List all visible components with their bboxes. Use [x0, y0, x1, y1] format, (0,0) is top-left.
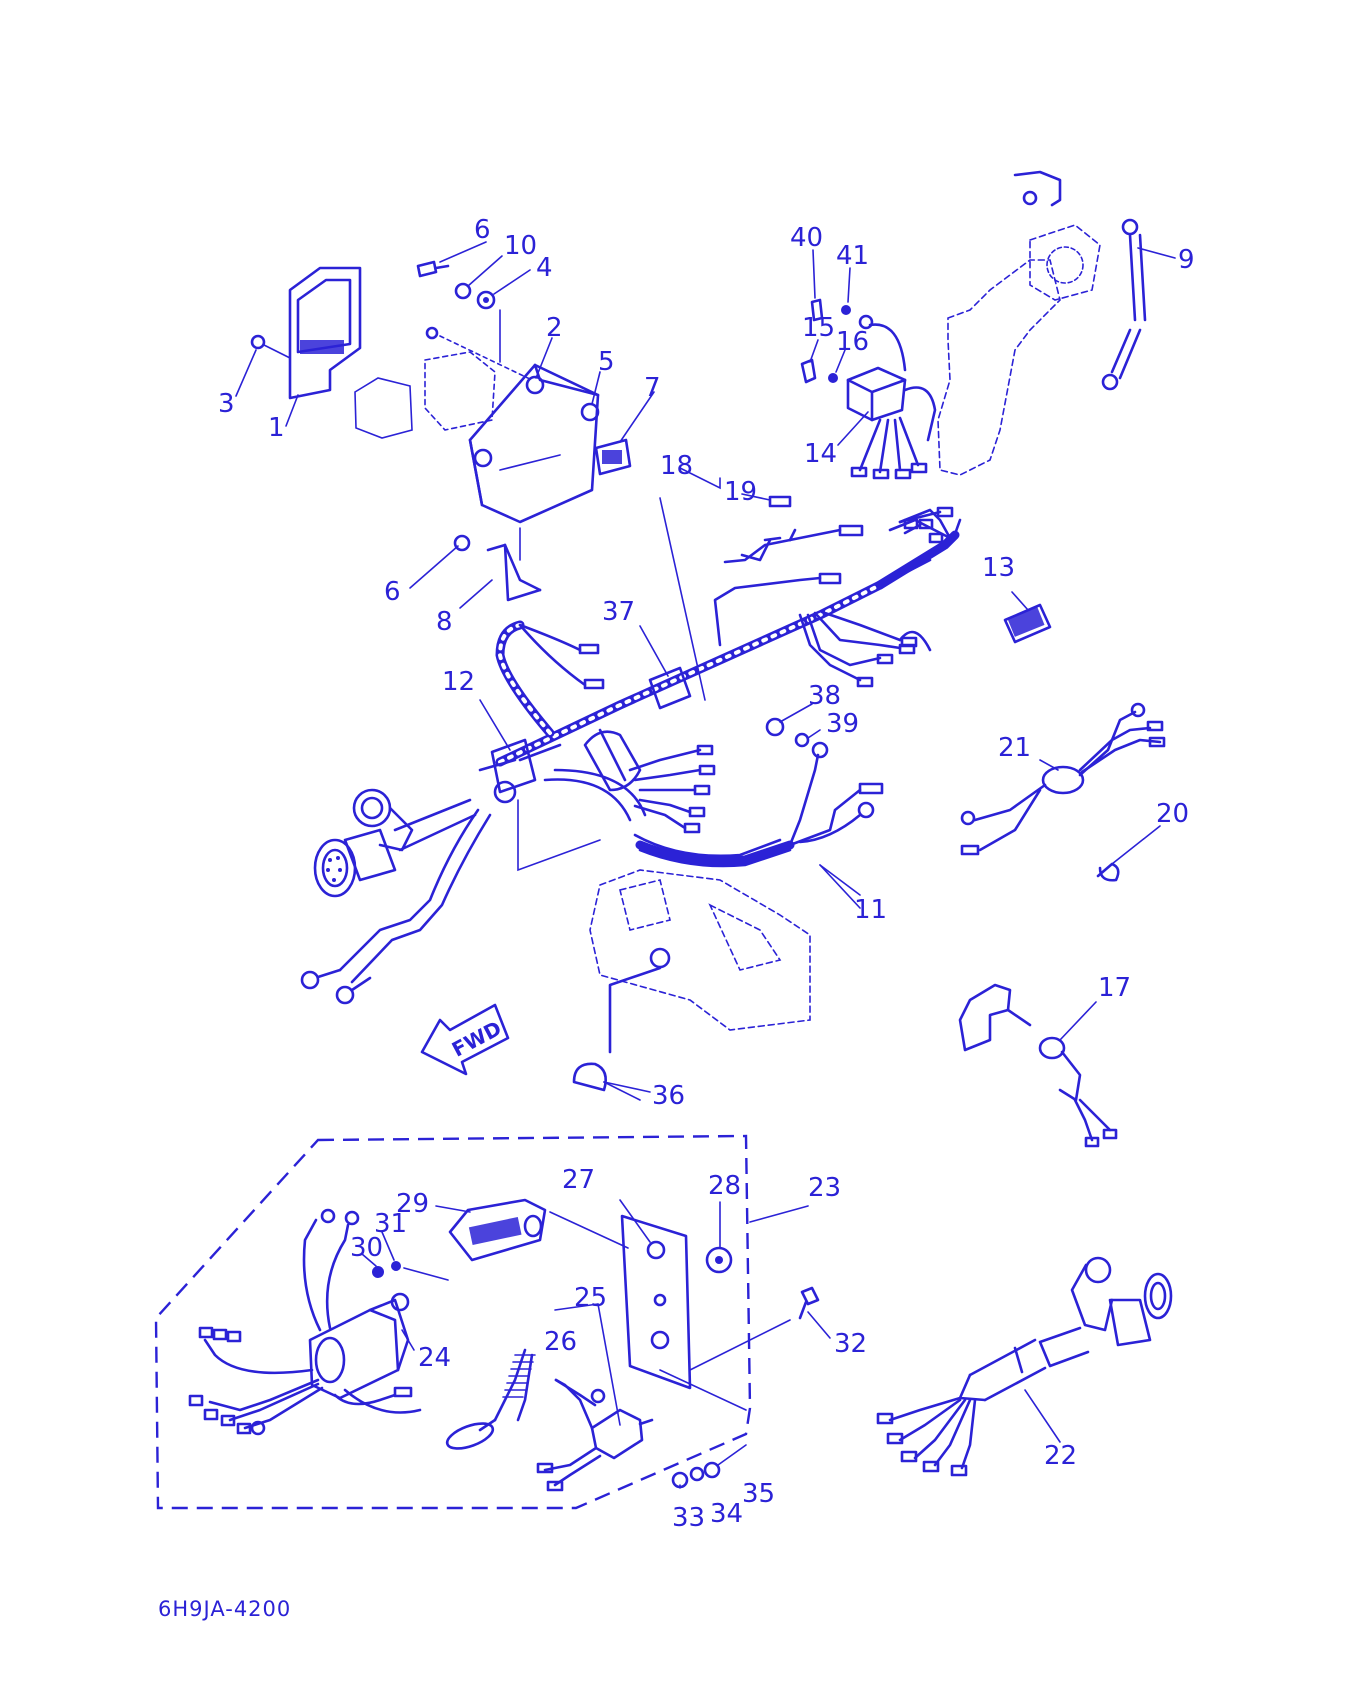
- callout-40: 40: [790, 223, 823, 253]
- callout-19: 19: [724, 477, 757, 507]
- part-14-rectifier: [800, 298, 937, 480]
- harness-left-loop: [495, 620, 605, 738]
- callout-7: 7: [644, 373, 661, 403]
- part-24-main-switch: [188, 1208, 449, 1436]
- part-11-cable: [543, 728, 884, 896]
- part-25-stop-switch: [445, 1303, 654, 1492]
- callout-14: 14: [804, 439, 837, 469]
- callout-41: 41: [836, 241, 869, 271]
- callout-4: 4: [536, 253, 553, 283]
- leader-lines: [235, 241, 1176, 1489]
- callout-9: 9: [1178, 245, 1195, 275]
- part-32-screw: [798, 1286, 820, 1320]
- callout-31: 31: [374, 1209, 407, 1239]
- part-28-grommet: [705, 1246, 733, 1274]
- fwd-arrow: FWD: [420, 1003, 510, 1076]
- callout-10: 10: [504, 231, 537, 261]
- part-29-bracket: [448, 1198, 629, 1262]
- callout-35: 35: [742, 1479, 775, 1509]
- part-1-cover: [288, 266, 362, 400]
- callout-16: 16: [836, 327, 869, 357]
- part-20-clip: [1096, 862, 1120, 882]
- part-9-cable: [1101, 218, 1147, 391]
- callout-23: 23: [808, 1173, 841, 1203]
- part-2-cdi-unit: [468, 363, 600, 524]
- engine-bracket-ghost: [589, 869, 811, 1054]
- callout-24: 24: [418, 1343, 451, 1373]
- callout-28: 28: [708, 1171, 741, 1201]
- callout-34: 34: [710, 1499, 743, 1529]
- callout-2: 2: [546, 313, 563, 343]
- callout-3: 3: [218, 389, 235, 419]
- callout-32: 32: [834, 1329, 867, 1359]
- callout-17: 17: [1098, 973, 1131, 1003]
- main-harness-plug: [300, 788, 492, 1005]
- fasteners-top-cdi: [250, 260, 632, 602]
- callout-12: 12: [442, 667, 475, 697]
- callout-11: 11: [854, 895, 887, 925]
- callout-8: 8: [436, 607, 453, 637]
- part-22-extension-harness: [876, 1256, 1173, 1477]
- callout-6-top: 6: [474, 215, 491, 245]
- part-36-cap: [572, 1062, 651, 1093]
- callout-1: 1: [268, 413, 285, 443]
- part-27-plate: [620, 1214, 791, 1390]
- part-17-switch: [958, 983, 1118, 1148]
- callout-labels: 1 2 3 4 5 6 6 7 8 9 10 11 12 13 14 15 16…: [218, 215, 1195, 1533]
- diagram-code: 6H9JA-4200: [158, 1597, 291, 1621]
- callout-26: 26: [544, 1327, 577, 1357]
- callout-20: 20: [1156, 799, 1189, 829]
- callout-27: 27: [562, 1165, 595, 1195]
- callout-37: 37: [602, 597, 635, 627]
- callout-6-bottom: 6: [384, 577, 401, 607]
- part-21-harness: [960, 702, 1166, 856]
- part-stator-ghost: [937, 170, 1101, 476]
- callout-18: 18: [660, 451, 693, 481]
- part-18-main-harness: [495, 495, 962, 767]
- part-12-harness-clamp: [478, 738, 562, 804]
- callout-15: 15: [802, 313, 835, 343]
- callout-13: 13: [982, 553, 1015, 583]
- callout-5: 5: [598, 347, 615, 377]
- callout-29: 29: [396, 1189, 429, 1219]
- callout-22: 22: [1044, 1441, 1077, 1471]
- callout-33: 33: [672, 1503, 705, 1533]
- part-23-kit-boundary: [154, 1134, 752, 1510]
- callout-36: 36: [652, 1081, 685, 1111]
- callout-30: 30: [350, 1233, 383, 1263]
- parts-33-35-nuts: [659, 1369, 747, 1489]
- callout-25: 25: [574, 1283, 607, 1313]
- callout-21: 21: [998, 733, 1031, 763]
- part-rectifier-ghost: [354, 351, 496, 439]
- callout-38: 38: [808, 681, 841, 711]
- callout-39: 39: [826, 709, 859, 739]
